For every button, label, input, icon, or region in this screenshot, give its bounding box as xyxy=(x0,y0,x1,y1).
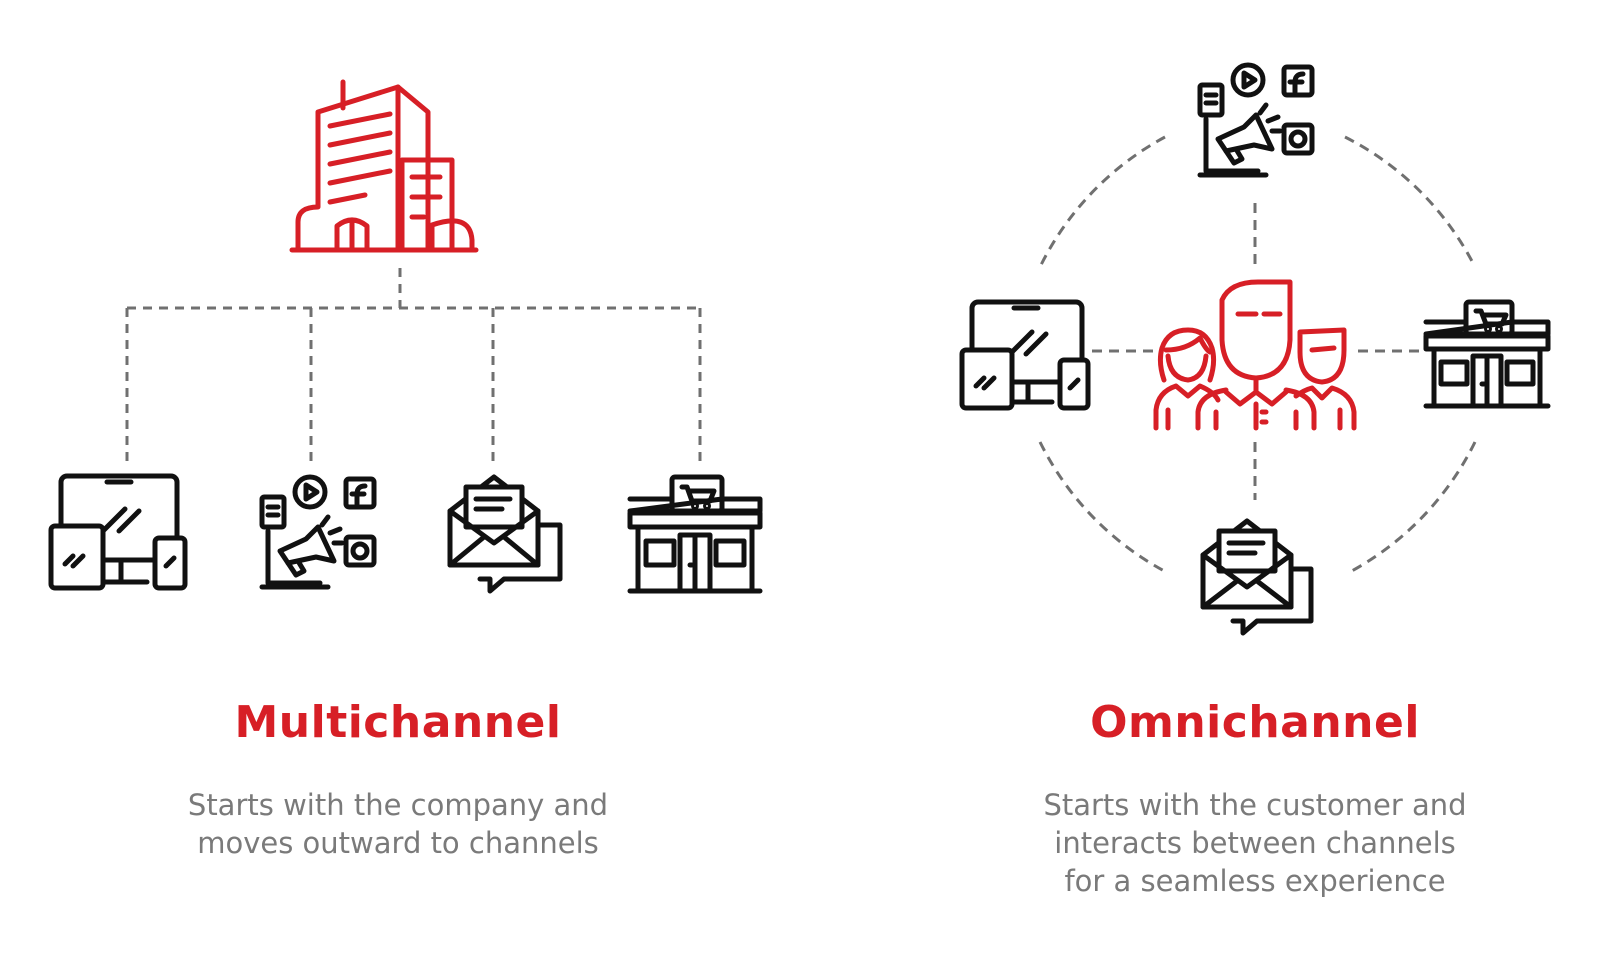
storefront-cart-icon xyxy=(627,474,763,594)
description-line: moves outward to channels xyxy=(197,826,599,860)
multichannel-connectors xyxy=(125,268,702,468)
omnichannel-connectors xyxy=(1038,135,1477,575)
devices-icon xyxy=(959,299,1091,411)
omnichannel-description: Starts with the customer and interacts b… xyxy=(905,786,1600,900)
description-line: for a seamless experience xyxy=(1064,864,1446,898)
office-building-icon xyxy=(289,79,479,253)
multichannel-heading: Multichannel xyxy=(234,697,562,748)
omnichannel-heading: Omnichannel xyxy=(1090,697,1420,748)
devices-icon xyxy=(48,473,188,591)
storefront-cart-icon xyxy=(1423,299,1551,409)
email-chat-icon xyxy=(447,474,563,594)
description-line: Starts with the customer and xyxy=(1043,788,1467,822)
customer-group-icon xyxy=(1153,279,1357,431)
social-media-marketing-icon xyxy=(1197,62,1315,178)
description-line: Starts with the company and xyxy=(187,788,609,822)
description-line: interacts between channels xyxy=(1054,826,1456,860)
social-media-marketing-icon xyxy=(259,474,377,590)
email-chat-icon xyxy=(1200,518,1314,636)
multichannel-description: Starts with the company and moves outwar… xyxy=(48,786,748,862)
